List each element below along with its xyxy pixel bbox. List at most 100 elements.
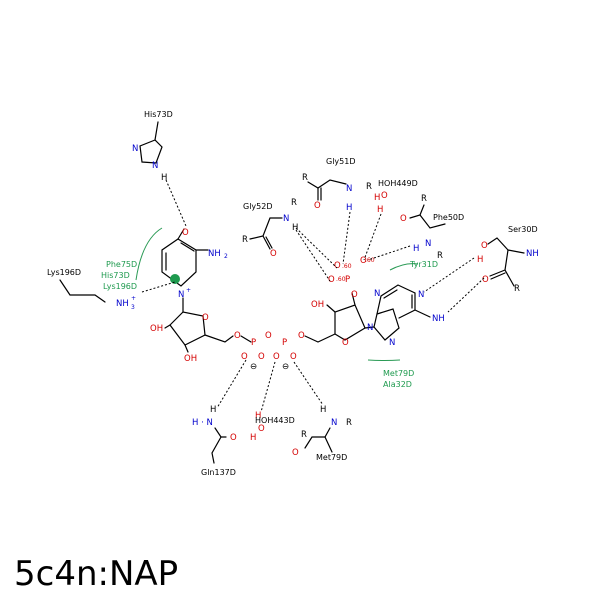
amide-nh2-sub: 2 — [224, 253, 228, 260]
amide-nh2: NH — [208, 249, 221, 259]
phe50-o: O — [400, 214, 407, 224]
p1: P — [251, 338, 256, 348]
ribose-right: O OH O — [311, 290, 375, 348]
ser30-h: H — [477, 255, 483, 265]
adenine: N N N N NH — [367, 284, 445, 348]
amide-o: O — [182, 228, 189, 238]
ribose1-o5: O — [234, 331, 241, 341]
ribose-left: O OH OH O — [150, 297, 241, 364]
ser30-label: Ser30D — [508, 225, 538, 234]
p3-o3-charge: .60 — [336, 276, 346, 283]
gln137-residue: H · N H O Gln137D — [192, 405, 237, 477]
met79-residue: H N R O R Met79D — [292, 405, 352, 462]
gly52-residue: Gly52D R N H R O — [242, 198, 298, 259]
ribose2-oh: OH — [311, 300, 324, 310]
gly51-residue: Gly51D R O N R H — [302, 157, 372, 213]
met79-r2: R — [301, 430, 307, 440]
contact-ala32: Ala32D — [383, 380, 412, 389]
lys196-label: Lys196D — [47, 268, 81, 277]
hoh449-h1: H — [374, 193, 380, 203]
ser30-oh: O — [481, 241, 488, 251]
ribose1-oh2: OH — [184, 354, 197, 364]
p1-o1: O — [241, 352, 248, 362]
phe50-residue: R O Phe50D N H R — [400, 194, 464, 261]
phe50-n: N — [425, 239, 431, 249]
aromatic-contact-dot — [170, 274, 180, 284]
adenine-nh: NH — [432, 314, 445, 324]
adenine-n1: N — [418, 290, 424, 300]
his73-n1: N — [132, 144, 138, 154]
his73-h: H — [161, 173, 167, 183]
lys196-plus: + — [131, 295, 136, 302]
hoh449-h2: H — [377, 205, 383, 215]
adenine-n9: N — [367, 323, 373, 333]
contact-tyr31: Tyr31D — [409, 260, 438, 269]
p3-o1-charge: .60 — [342, 263, 352, 270]
p3-o3: O — [328, 275, 335, 285]
contact-his73: His73D — [101, 271, 130, 280]
p1-minus: ⊖ — [250, 362, 257, 372]
gln137-hn: H · N — [192, 418, 213, 428]
contact-met79: Met79D — [383, 369, 414, 378]
p3-o2: O — [360, 256, 367, 266]
phosphate-bridge: P O O O ⊖ P O O ⊖ O — [240, 331, 336, 372]
right-contacts: Tyr31D Met79D Ala32D — [367, 260, 438, 389]
gly52-o: O — [270, 249, 277, 259]
met79-h: H — [320, 405, 326, 415]
gly51-label: Gly51D — [326, 157, 356, 166]
hydrogen-bonds — [141, 179, 485, 413]
p3: P — [345, 275, 350, 285]
gly52-h: H — [292, 223, 298, 233]
p2: P — [282, 338, 287, 348]
phe50-r1: R — [421, 194, 427, 204]
p3-o1: O — [334, 261, 341, 271]
gly52-r1: R — [291, 198, 297, 208]
p2-minus: ⊖ — [282, 362, 289, 372]
ser30-o: O — [482, 275, 489, 285]
contact-phe75: Phe75D — [106, 260, 137, 269]
met79-n: N — [331, 418, 337, 428]
gln137-label: Gln137D — [201, 468, 236, 477]
gly52-n: N — [283, 214, 289, 224]
p2-o5: O — [298, 331, 305, 341]
ser30-residue: Ser30D O H NH R O — [477, 225, 539, 294]
gly51-o: O — [314, 201, 321, 211]
phe50-label: Phe50D — [433, 213, 464, 222]
lys196-residue: Lys196D NH 3 + — [47, 268, 136, 311]
met79-r1: R — [346, 418, 352, 428]
hoh443-h2: H — [250, 433, 256, 443]
hoh449-label: HOH449D — [378, 179, 418, 188]
ribose2-o2: O — [351, 290, 358, 300]
gly52-r2: R — [242, 235, 248, 245]
ribose2-o: O — [342, 338, 349, 348]
his73-residue: His73D N N H — [132, 110, 173, 183]
hoh443-residue: H HOH443D O H — [250, 411, 295, 443]
p1-bridge-o: O — [265, 331, 272, 341]
adenine-n7: N — [389, 338, 395, 348]
diagram-title: 5c4n:NAP — [14, 554, 178, 594]
phe50-r2: R — [437, 251, 443, 261]
phe50-h: H — [413, 244, 419, 254]
ring-plus: + — [186, 287, 191, 294]
hoh443-o: O — [258, 424, 265, 434]
ser30-nh: NH — [526, 249, 539, 259]
his73-n2: N — [152, 161, 158, 171]
hoh449-residue: HOH449D H O H — [374, 179, 418, 215]
gly52-label: Gly52D — [243, 202, 273, 211]
p1-o2: O — [258, 352, 265, 362]
met79-label: Met79D — [316, 453, 347, 462]
lys196-nh3-sub: 3 — [131, 304, 135, 311]
ribose1-oh1: OH — [150, 324, 163, 334]
contact-lys196: Lys196D — [103, 282, 137, 291]
gly51-n: N — [346, 184, 352, 194]
adenine-n3: N — [374, 289, 380, 299]
p2-o1: O — [273, 352, 280, 362]
p2-o2: O — [290, 352, 297, 362]
his73-label: His73D — [144, 110, 173, 119]
phosphate-2prime: P O .60 O .60 O .60 — [328, 256, 375, 285]
ser30-r: R — [514, 284, 520, 294]
gly51-r2: R — [366, 182, 372, 192]
hoh449-o: O — [381, 191, 388, 201]
p3-o2-charge: .60 — [365, 257, 375, 264]
